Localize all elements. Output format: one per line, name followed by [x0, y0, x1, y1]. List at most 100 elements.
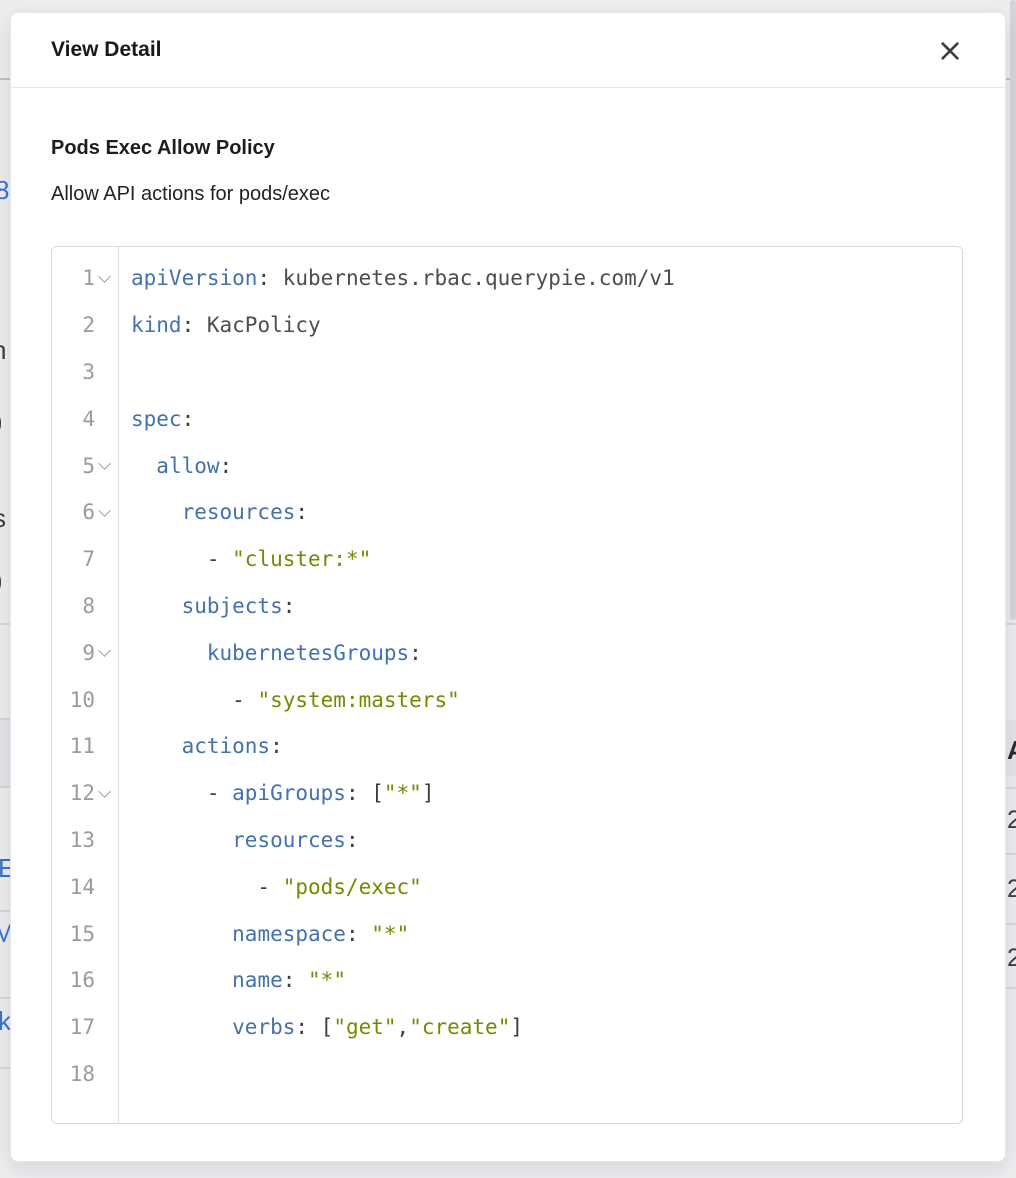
code-line — [131, 349, 962, 396]
gutter-line: 7 — [52, 536, 118, 583]
table-row-divider — [1006, 853, 1016, 855]
background-text-fragment: 2 — [1007, 806, 1016, 834]
table-row-divider — [0, 718, 10, 720]
fold-slot-empty — [96, 597, 113, 614]
fold-slot-empty — [96, 363, 113, 380]
fold-slot-empty — [96, 1019, 113, 1036]
line-number: 2 — [82, 313, 95, 338]
code-line: allow: — [156, 453, 233, 478]
background-text-fragment: n — [0, 337, 6, 363]
code-line: - apiGroups: ["*"] — [131, 781, 435, 806]
gutter-line: 6 — [52, 489, 118, 536]
modal-body: Pods Exec Allow Policy Allow API actions… — [11, 88, 1005, 1124]
gutter-line: 4 — [52, 395, 118, 442]
line-number: 17 — [69, 1015, 95, 1040]
line-number: 18 — [69, 1061, 95, 1086]
line-number: 11 — [69, 734, 95, 759]
background-text-fragment: ) — [0, 567, 3, 593]
policy-name: Pods Exec Allow Policy — [51, 137, 275, 159]
table-row-divider — [0, 786, 10, 788]
gutter-line: 2 — [52, 302, 118, 349]
editor-content[interactable]: apiVersion: kubernetes.rbac.querypie.com… — [119, 247, 962, 1123]
table-row-divider — [1006, 787, 1016, 789]
page-scrollbar[interactable] — [1010, 0, 1016, 620]
fold-slot-empty — [96, 551, 113, 568]
fold-slot-empty — [96, 972, 113, 989]
line-number: 15 — [69, 921, 95, 946]
modal-title: View Detail — [51, 38, 162, 61]
gutter-line: 17 — [52, 1004, 118, 1051]
line-number: 9 — [82, 640, 95, 665]
policy-description: Allow API actions for pods/exec — [51, 183, 331, 205]
table-row-divider — [0, 1067, 10, 1069]
background-column-header-fragment: A — [1007, 737, 1016, 763]
code-line: subjects: — [181, 593, 296, 618]
fold-slot-empty — [96, 691, 113, 708]
view-detail-modal: View Detail × Pods Exec Allow Policy All… — [10, 12, 1006, 1162]
gutter-line: 1 — [52, 255, 118, 302]
code-line: actions: — [181, 734, 283, 759]
gutter-line: 3 — [52, 349, 118, 396]
table-row-divider — [1006, 623, 1016, 625]
gutter-line: 9 — [52, 629, 118, 676]
fold-slot-empty — [96, 925, 113, 942]
code-line: resources: — [232, 827, 359, 852]
page-header-border — [0, 78, 10, 80]
line-number: 3 — [82, 359, 95, 384]
modal-header: View Detail × — [11, 13, 1005, 88]
gutter-line: 5 — [52, 442, 118, 489]
line-number: 7 — [82, 547, 95, 572]
line-number: 5 — [82, 453, 95, 478]
line-number: 6 — [82, 500, 95, 525]
background-text-fragment: ) — [0, 408, 3, 434]
fold-chevron-down-icon[interactable] — [96, 784, 113, 802]
gutter-line: 13 — [52, 817, 118, 864]
fold-chevron-down-icon[interactable] — [96, 457, 113, 474]
table-row-divider — [0, 910, 10, 912]
fold-slot-empty — [96, 831, 113, 848]
background-text-fragment: 2 — [1007, 875, 1016, 903]
line-number: 13 — [69, 827, 95, 852]
gutter-line: 16 — [52, 957, 118, 1004]
gutter-line: 14 — [52, 863, 118, 910]
close-icon: × — [936, 31, 964, 69]
background-text-fragment: s — [0, 505, 6, 531]
fold-chevron-down-icon[interactable] — [96, 270, 113, 287]
fold-slot-empty — [96, 878, 113, 895]
fold-slot-empty — [96, 410, 113, 427]
line-number: 10 — [69, 687, 95, 712]
close-button[interactable]: × — [931, 31, 969, 69]
code-line: verbs: ["get","create"] — [232, 1015, 523, 1040]
fold-slot-empty — [96, 317, 113, 334]
code-line: kubernetesGroups: — [206, 640, 422, 665]
code-line: apiVersion: kubernetes.rbac.querypie.com… — [131, 266, 675, 291]
line-number: 12 — [69, 781, 95, 806]
line-number: 1 — [82, 266, 95, 291]
gutter-line: 12 — [52, 770, 118, 817]
code-line: spec: — [131, 406, 195, 431]
gutter-line: 11 — [52, 723, 118, 770]
code-line: namespace: "*" — [232, 921, 410, 946]
code-line: name: "*" — [232, 968, 346, 993]
table-header-band — [0, 718, 10, 786]
fold-slot-empty — [96, 1065, 113, 1082]
fold-slot-empty — [96, 738, 113, 755]
code-line: - "cluster:*" — [131, 547, 372, 572]
fold-chevron-down-icon[interactable] — [96, 504, 113, 521]
gutter-line: 10 — [52, 676, 118, 723]
table-row-divider — [1006, 987, 1016, 989]
background-link-fragment[interactable]: 8 — [0, 175, 10, 205]
fold-chevron-down-icon[interactable] — [96, 644, 113, 661]
table-row-divider — [0, 997, 10, 999]
background-link-fragment[interactable]: k — [0, 1006, 11, 1036]
code-line: - "pods/exec" — [131, 874, 422, 899]
code-line: - "system:masters" — [131, 687, 460, 712]
table-header-band — [1006, 720, 1016, 776]
table-row-divider — [0, 623, 10, 625]
line-number: 4 — [82, 406, 95, 431]
line-number: 8 — [82, 593, 95, 618]
gutter-line: 18 — [52, 1051, 118, 1098]
